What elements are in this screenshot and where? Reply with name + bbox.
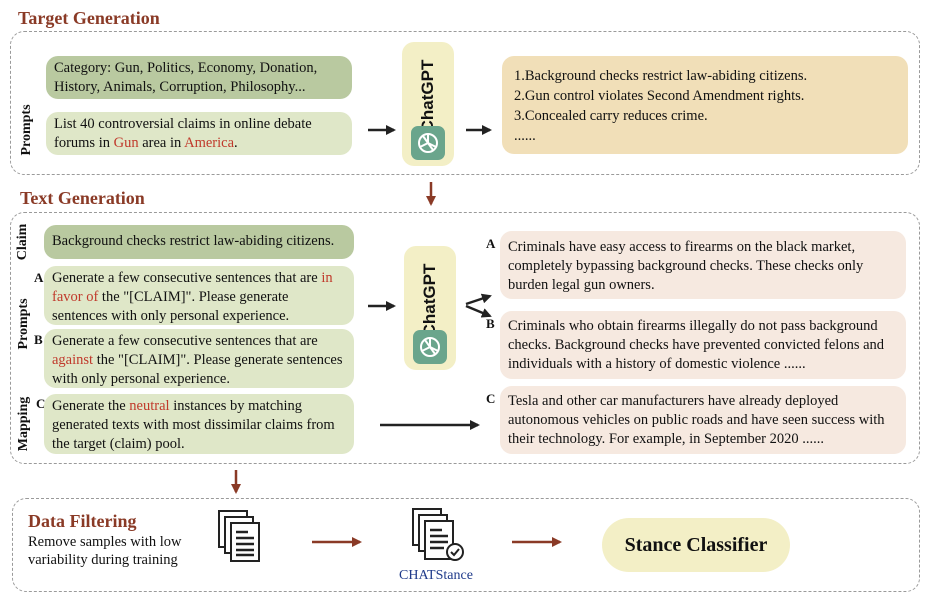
text-generation-title: Text Generation — [20, 188, 145, 208]
target-output-4: ...... — [514, 128, 536, 144]
target-output-2: 2.Gun control violates Second Amendment … — [514, 88, 805, 104]
target-prompt-box: List 40 controversial claims in online d… — [46, 112, 352, 155]
prompt-b-box: Generate a few consecutive sentences tha… — [44, 329, 354, 388]
prompt-c-box: Generate the neutral instances by matchi… — [44, 394, 354, 454]
output-a-box: Criminals have easy access to firearms o… — [500, 231, 906, 299]
data-filtering-title: Data Filtering — [28, 511, 137, 531]
target-prompt-america: America — [184, 135, 235, 151]
prompt-b-text: Generate a few consecutive sentences tha… — [52, 333, 318, 349]
prompt-b-red: against — [52, 352, 94, 368]
target-prompt-text: List 40 controversial claims in online d… — [54, 116, 312, 151]
category-box: Category: Gun, Politics, Economy, Donati… — [46, 56, 352, 99]
target-prompt-gun: Gun — [113, 135, 139, 151]
output-b-box: Criminals who obtain firearms illegally … — [500, 311, 906, 379]
output-c-box: Tesla and other car manufacturers have a… — [500, 386, 906, 454]
target-output-1: 1.Background checks restrict law-abiding… — [514, 68, 808, 84]
dataset-label: CHATStance — [399, 568, 473, 583]
prompt-a-text: Generate a few consecutive sentences tha… — [52, 270, 322, 286]
arrow-chatgpt-to-output-a — [465, 293, 492, 306]
prompt-a-red: in favor of — [52, 270, 333, 305]
target-generation-title: Target Generation — [18, 8, 160, 28]
text-generation-panel — [10, 212, 920, 464]
prompt-c-text: Generate the — [52, 398, 130, 414]
openai-logo-icon — [411, 126, 445, 160]
output-b-letter: B — [486, 316, 495, 331]
prompt-c-letter: C — [36, 396, 46, 411]
prompt-a-post: the "[CLAIM]". Please generate sentences… — [52, 289, 290, 324]
claim-box: Background checks restrict law-abiding c… — [44, 225, 354, 259]
output-a-letter: A — [486, 236, 496, 251]
documents-icon — [216, 508, 264, 571]
prompt-c-red: neutral — [129, 398, 170, 414]
openai-logo-icon — [413, 330, 447, 364]
prompt-c-post: instances by matching generated texts wi… — [52, 398, 335, 452]
target-prompt-mid: area in — [138, 135, 185, 151]
target-prompt-end: . — [234, 135, 238, 151]
target-output-3: 3.Concealed carry reduces crime. — [514, 108, 708, 124]
verified-documents-icon — [410, 506, 468, 569]
target-generation-panel — [10, 31, 920, 175]
prompt-a-letter: A — [34, 270, 44, 285]
chatgpt-block-target: ChatGPT — [402, 42, 454, 166]
data-filtering-description: Remove samples with low variability duri… — [28, 534, 182, 568]
arrow-chatgpt-to-output-b — [465, 304, 492, 318]
prompt-a-box: Generate a few consecutive sentences tha… — [44, 266, 354, 325]
prompt-b-letter: B — [34, 332, 43, 347]
output-c-letter: C — [486, 391, 496, 406]
chatgpt-block-text: ChatGPT — [404, 246, 456, 370]
data-filtering-panel — [12, 498, 920, 592]
stance-classifier: Stance Classifier — [602, 518, 790, 572]
prompt-b-post: the "[CLAIM]". Please generate sentences… — [52, 352, 343, 387]
target-output-box: 1.Background checks restrict law-abiding… — [502, 56, 908, 154]
